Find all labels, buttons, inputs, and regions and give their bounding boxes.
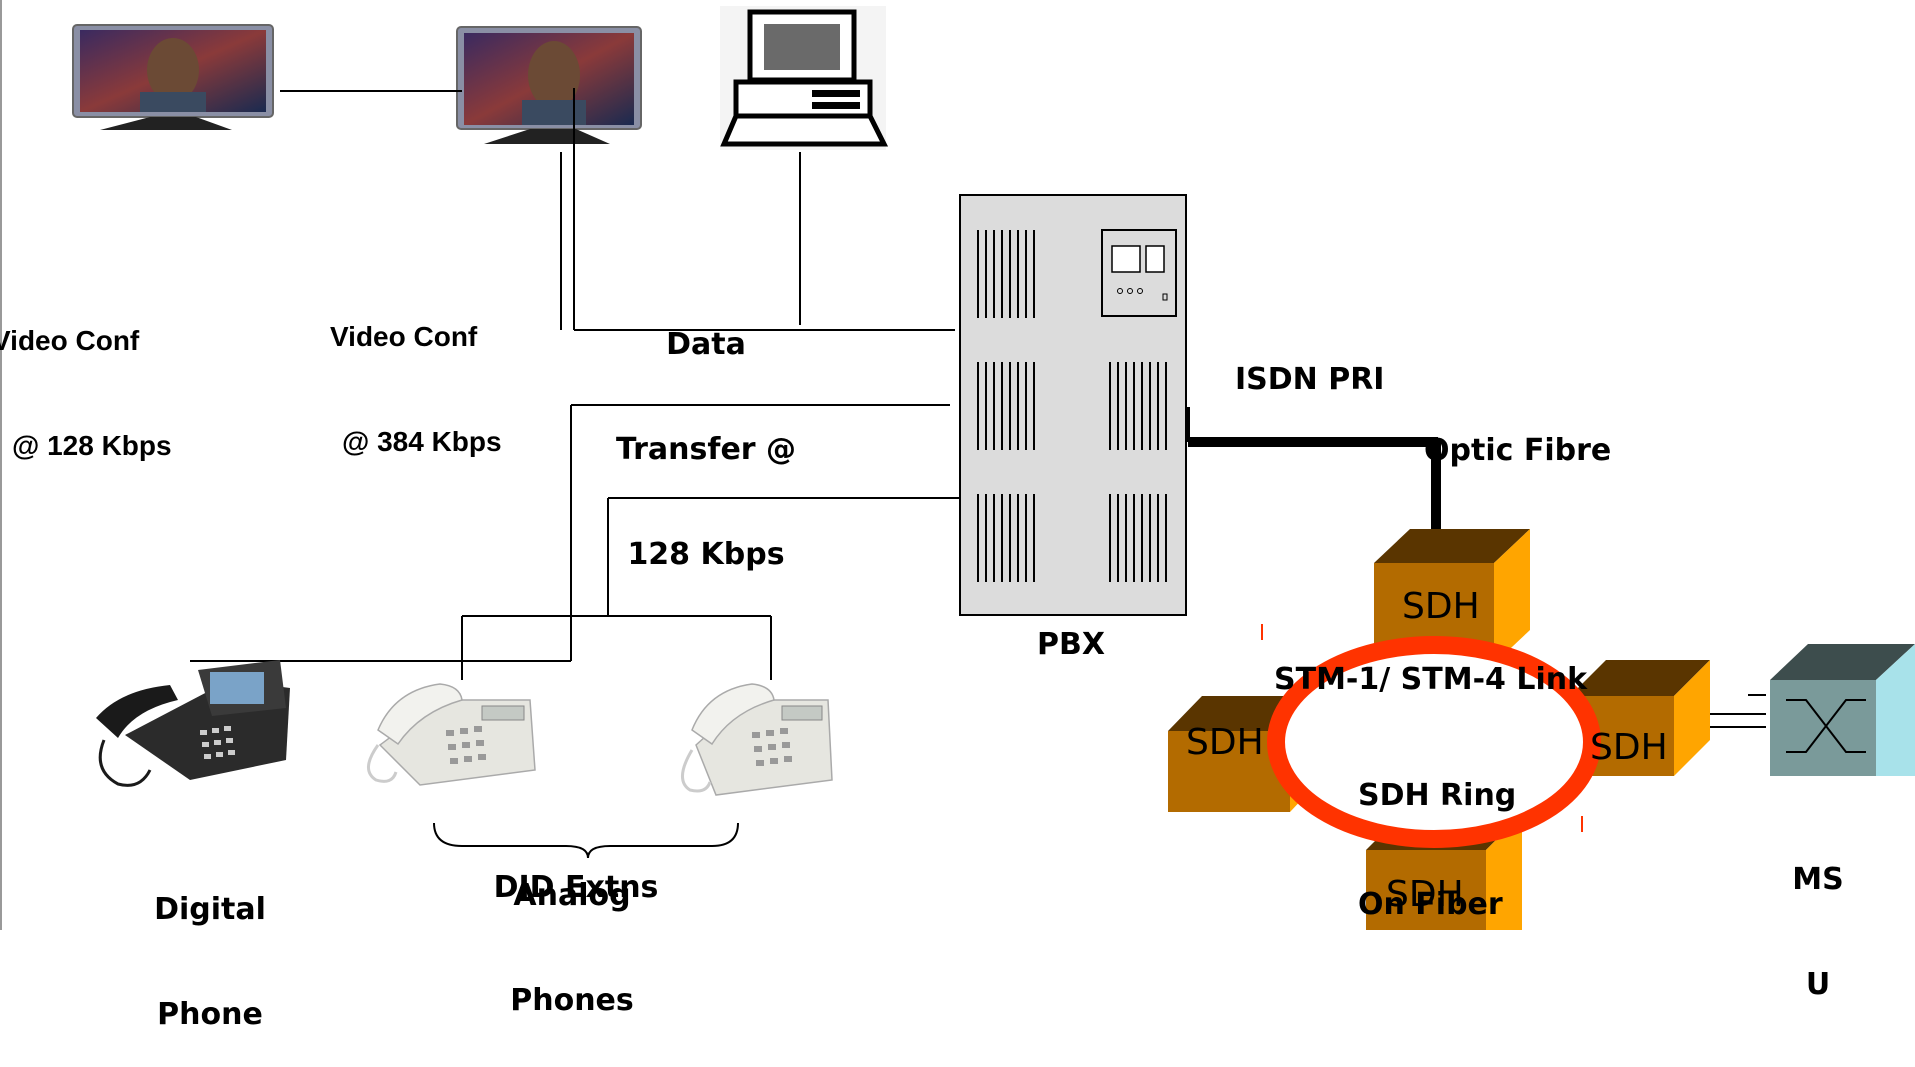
pbx-cabinet-icon <box>959 194 1187 616</box>
sdh-node-bottom-label: SDH <box>1386 874 1464 915</box>
sdh-node-top-label: SDH <box>1402 586 1480 627</box>
tv-monitor-icon <box>456 26 642 144</box>
optic-fibre-label: Optic Fibre <box>1424 433 1612 468</box>
data-transfer-line1: Data <box>666 327 746 362</box>
desktop-computer-icon <box>720 6 889 150</box>
sdh-node-left-label: SDH <box>1186 722 1264 763</box>
sdh-ring <box>1267 636 1601 848</box>
sdh-ring-label: SDH Ring On Fiber <box>1358 708 1516 957</box>
analog-phones-label: Analog Phones <box>480 808 664 1053</box>
isdn-pri-label: ISDN PRI <box>1235 362 1385 397</box>
video-conf-128-line1: Video Conf <box>0 325 140 356</box>
digital-phone-icon <box>96 660 290 787</box>
digital-phone-line2: Phone <box>157 997 263 1032</box>
msu-line1: MS <box>1792 862 1844 897</box>
data-transfer-line3: 128 Kbps <box>627 537 785 572</box>
analog-phones-line1: Analog <box>513 878 631 913</box>
msu-switch-icon <box>1770 644 1915 776</box>
msu-line2: U <box>1805 967 1831 1002</box>
sdh-node-right-label: SDH <box>1590 727 1668 768</box>
sdh-node-right <box>1570 660 1710 776</box>
data-transfer-line2: Transfer @ <box>615 432 797 467</box>
did-extns-label: DID Extns <box>493 870 659 905</box>
video-conf-128-line2: @ 128 Kbps <box>12 430 172 461</box>
digital-phone-line1: Digital <box>154 892 266 927</box>
msu-label: MS U <box>1780 792 1856 1037</box>
video-conf-384-label: Video Conf @ 384 Kbps <box>330 249 502 494</box>
network-diagram <box>0 0 1915 930</box>
video-conf-384-line1: Video Conf <box>330 321 478 352</box>
digital-phone-label: Digital Phone <box>140 822 280 1067</box>
sdh-ring-line1: SDH Ring <box>1358 778 1517 813</box>
data-transfer-label: Data Transfer @ 128 Kbps <box>604 257 808 607</box>
sdh-ring-line2: On Fiber <box>1358 887 1503 922</box>
connection-lines <box>190 88 1766 728</box>
stm-link-label: STM-1/ STM-4 Link <box>1274 662 1588 697</box>
video-conf-384-line2: @ 384 Kbps <box>342 426 502 457</box>
tv-monitor-icon <box>72 24 274 130</box>
analog-phone-icon <box>681 683 833 796</box>
isdn-pri-link <box>1186 407 1441 535</box>
analog-phone-icon <box>367 683 536 786</box>
video-conf-128-label: Video Conf @ 128 Kbps <box>0 253 172 498</box>
pbx-label: PBX <box>1037 627 1105 662</box>
analog-phones-line2: Phones <box>510 983 634 1018</box>
analog-phones-brace <box>433 822 739 859</box>
